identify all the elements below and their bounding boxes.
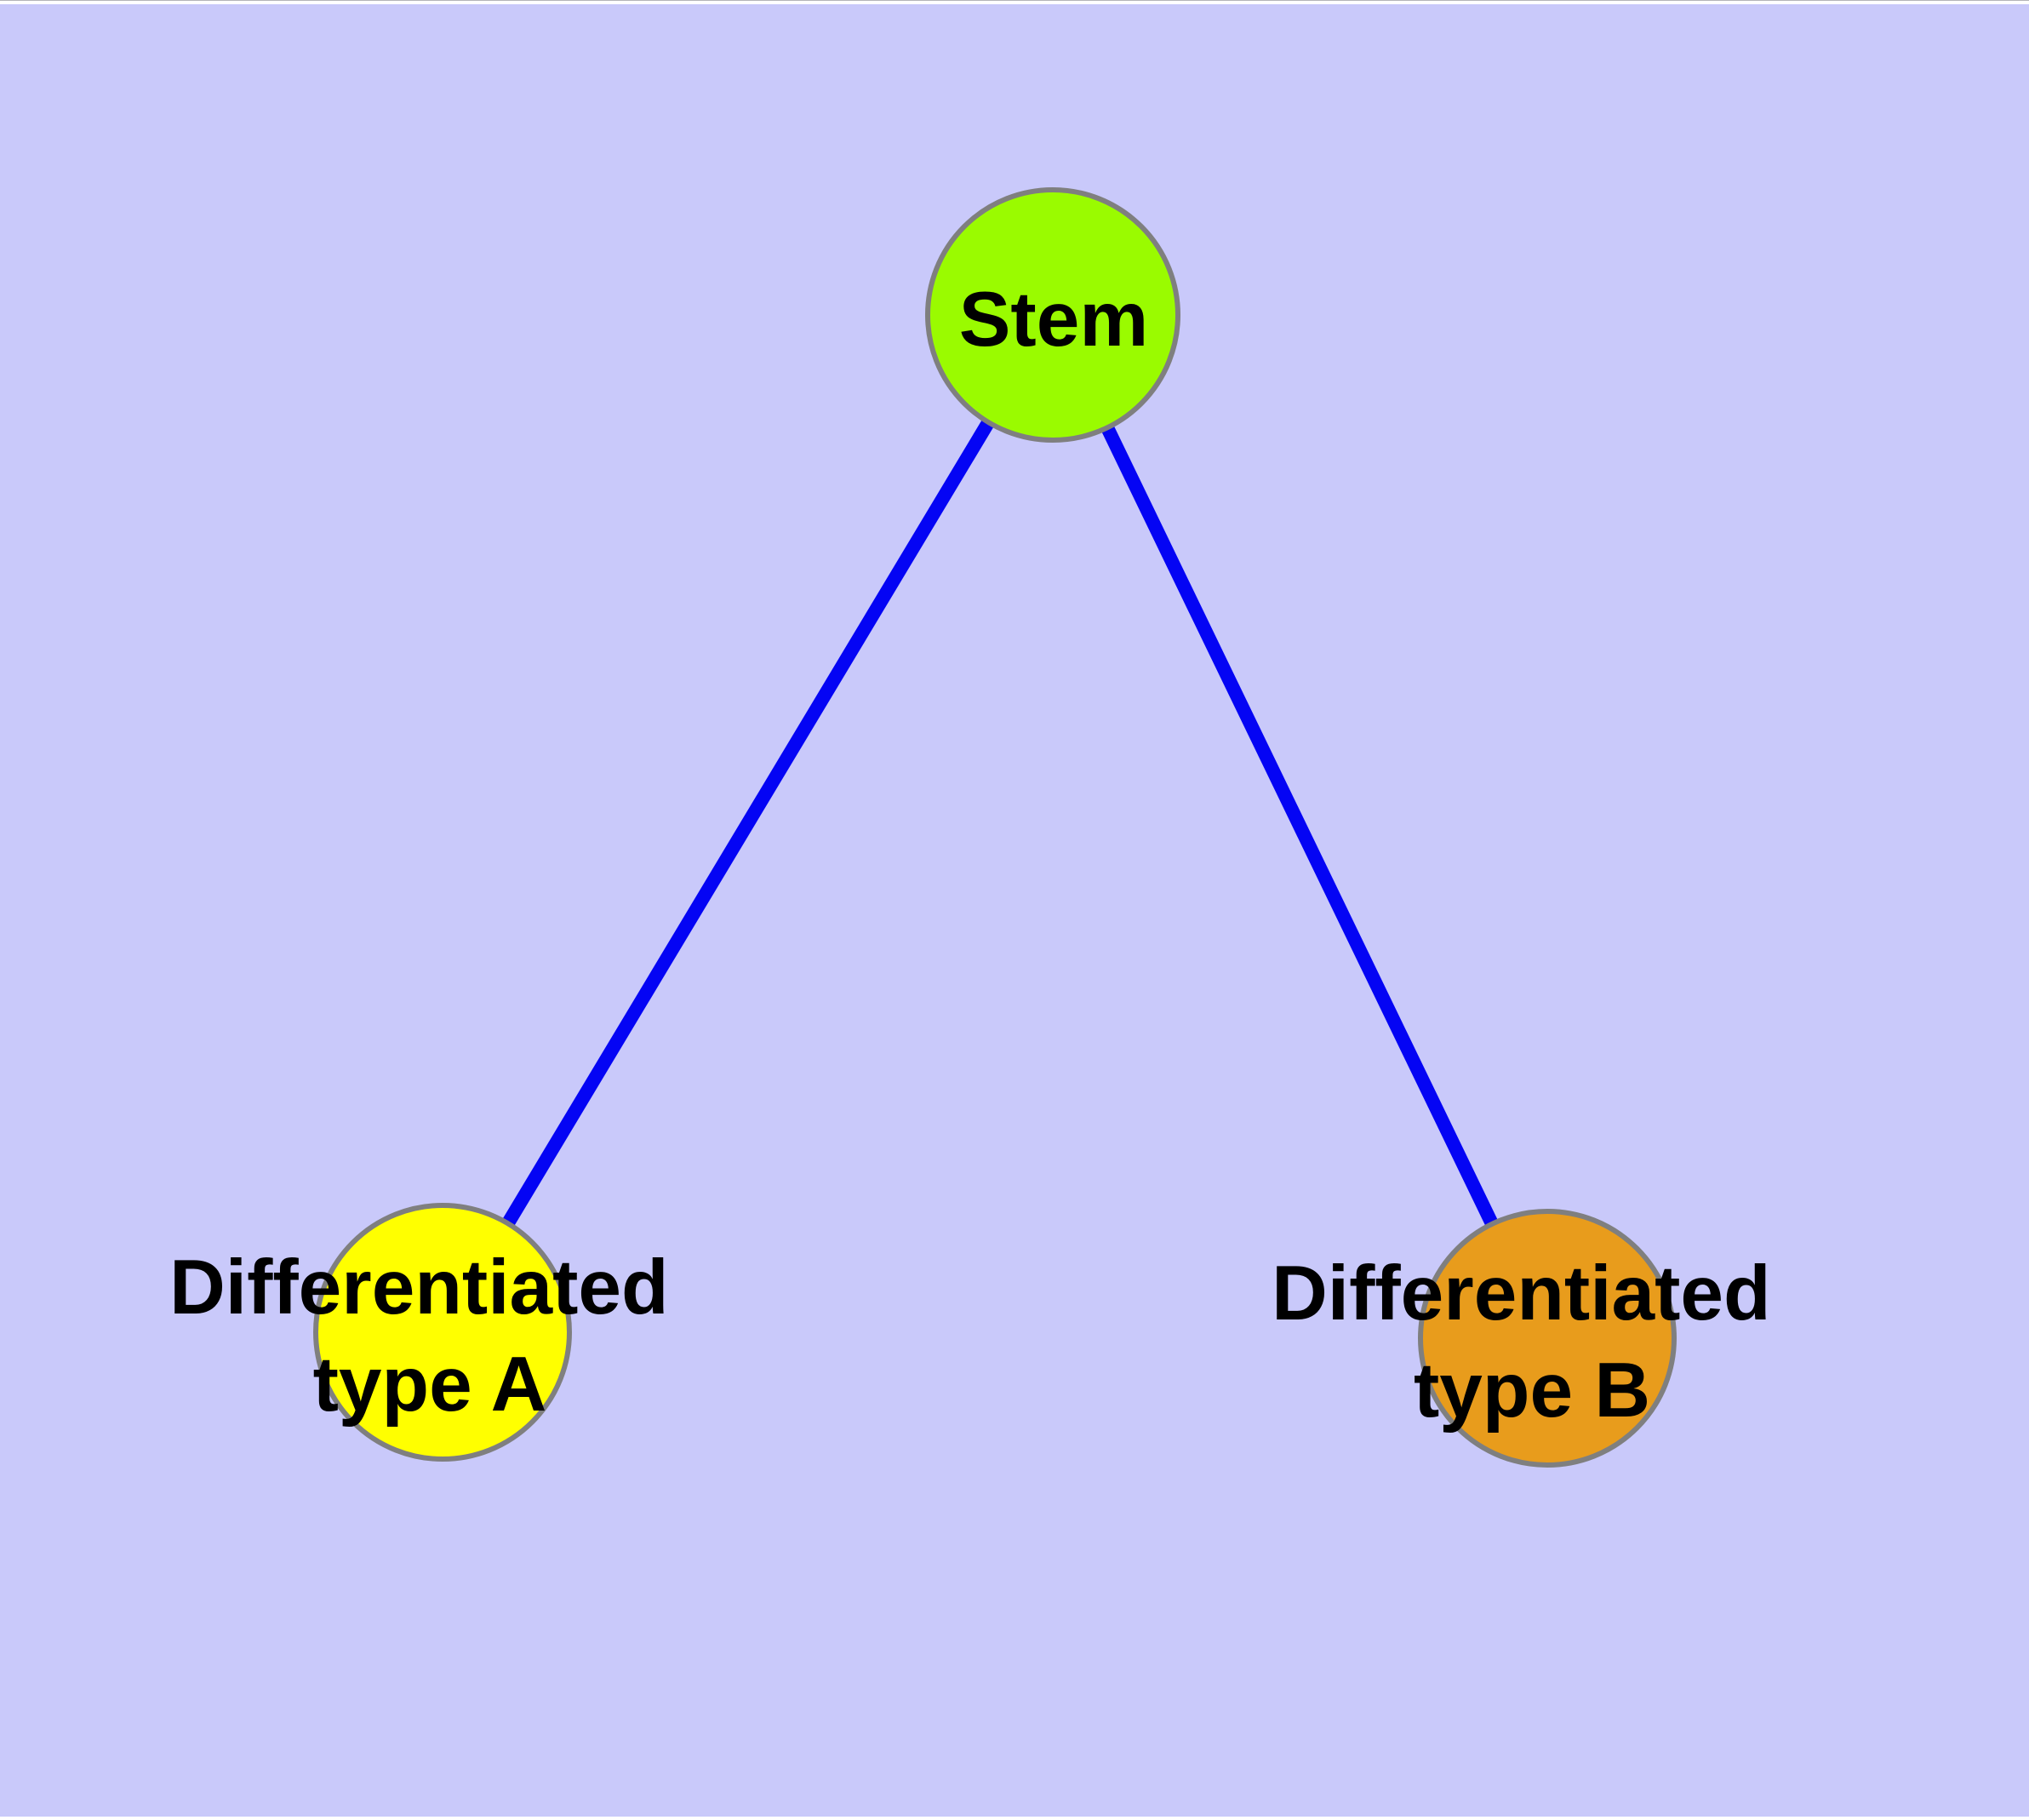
- node-stem: Stem: [925, 187, 1180, 443]
- edge-group: [436, 308, 1554, 1345]
- edge-stem-to-type-b: [1046, 308, 1554, 1345]
- node-type-a-label: Differentiated type A: [169, 1245, 690, 1428]
- node-type-a-label-line1: Differentiated: [169, 1245, 669, 1331]
- node-type-b-label-line1: Differentiated: [1272, 1251, 1771, 1336]
- node-type-a-label-line2: type A: [313, 1342, 547, 1428]
- node-stem-circle: [925, 187, 1180, 443]
- node-differentiated-type-b: Differentiated type B: [1272, 1209, 1792, 1468]
- canvas-top-hairline: [0, 0, 2029, 1]
- node-type-a-circle: [313, 1203, 572, 1462]
- node-differentiated-type-a: Differentiated type A: [169, 1203, 690, 1462]
- edge-stem-to-type-a: [436, 308, 1060, 1339]
- node-type-b-label-line2: type B: [1414, 1348, 1650, 1434]
- node-stem-label: Stem: [959, 277, 1149, 363]
- node-type-b-label: Differentiated type B: [1272, 1251, 1792, 1434]
- node-type-b-circle: [1418, 1209, 1677, 1468]
